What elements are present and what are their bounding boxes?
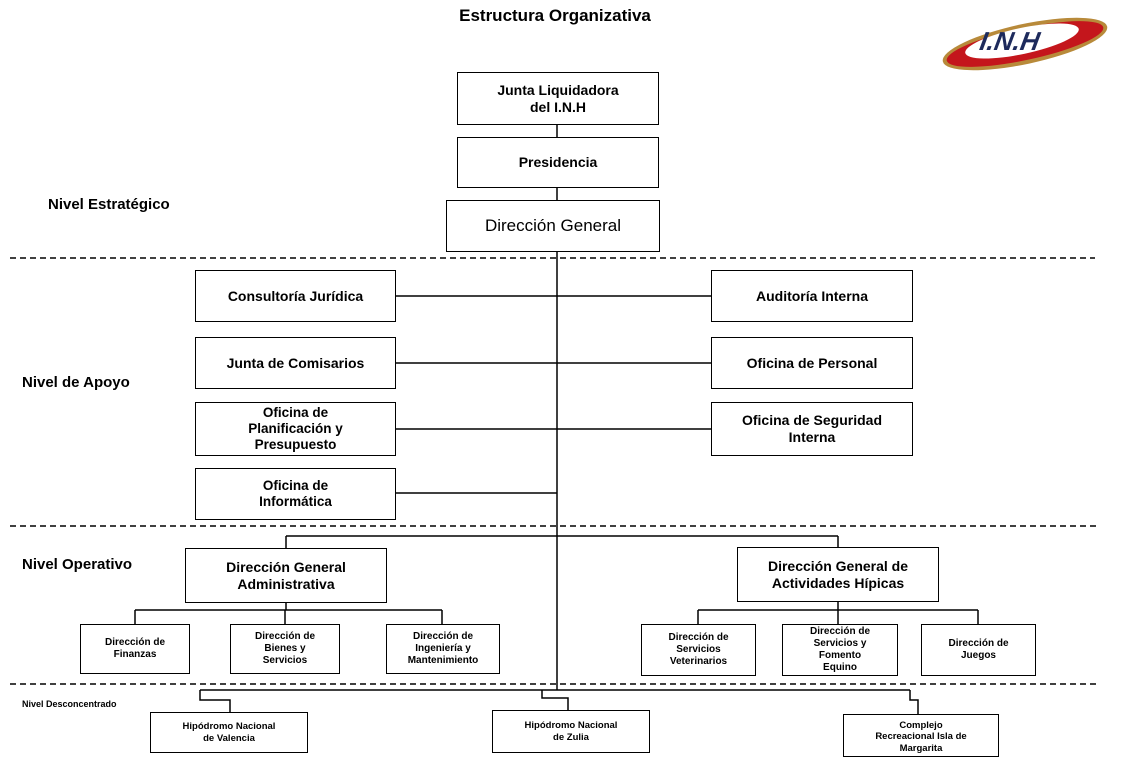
box-planificacion-presupuesto: Oficina de Planificación y Presupuesto — [195, 402, 396, 456]
box-consultoria-juridica: Consultoría Jurídica — [195, 270, 396, 322]
box-auditoria-interna: Auditoría Interna — [711, 270, 913, 322]
box-direccion-bienes-servicios: Dirección de Bienes y Servicios — [230, 624, 340, 674]
box-junta-comisarios: Junta de Comisarios — [195, 337, 396, 389]
page-title: Estructura Organizativa — [459, 6, 651, 25]
svg-text:I.N.H: I.N.H — [978, 26, 1044, 56]
level-operativo-label: Nivel Operativo — [22, 556, 133, 573]
level-apoyo-label: Nivel de Apoyo — [22, 374, 130, 391]
box-presidencia: Presidencia — [457, 137, 659, 188]
box-direccion-finanzas: Dirección de Finanzas — [80, 624, 190, 674]
box-oficina-personal: Oficina de Personal — [711, 337, 913, 389]
level-desconcentrado-label: Nivel Desconcentrado — [22, 699, 117, 709]
box-seguridad-interna: Oficina de Seguridad Interna — [711, 402, 913, 456]
inh-logo-icon: I.N.H — [942, 17, 1108, 71]
box-direccion-ingenieria: Dirección de Ingeniería y Mantenimiento — [386, 624, 500, 674]
box-direccion-juegos: Dirección de Juegos — [921, 624, 1036, 676]
box-direccion-actividades-hipicas: Dirección General de Actividades Hípicas — [737, 547, 939, 602]
box-complejo-margarita: Complejo Recreacional Isla de Margarita — [843, 714, 999, 757]
box-direccion-administrativa: Dirección General Administrativa — [185, 548, 387, 603]
box-informatica: Oficina de Informática — [195, 468, 396, 520]
level-estrategico-label: Nivel Estratégico — [48, 196, 170, 213]
box-junta-liquidadora: Junta Liquidadora del I.N.H — [457, 72, 659, 125]
box-fomento-equino: Dirección de Servicios y Fomento Equino — [782, 624, 898, 676]
inh-logo: I.N.H — [930, 14, 1112, 72]
box-direccion-general: Dirección General — [446, 200, 660, 252]
box-hipodromo-valencia: Hipódromo Nacional de Valencia — [150, 712, 308, 753]
box-servicios-veterinarios: Dirección de Servicios Veterinarios — [641, 624, 756, 676]
box-hipodromo-zulia: Hipódromo Nacional de Zulia — [492, 710, 650, 753]
